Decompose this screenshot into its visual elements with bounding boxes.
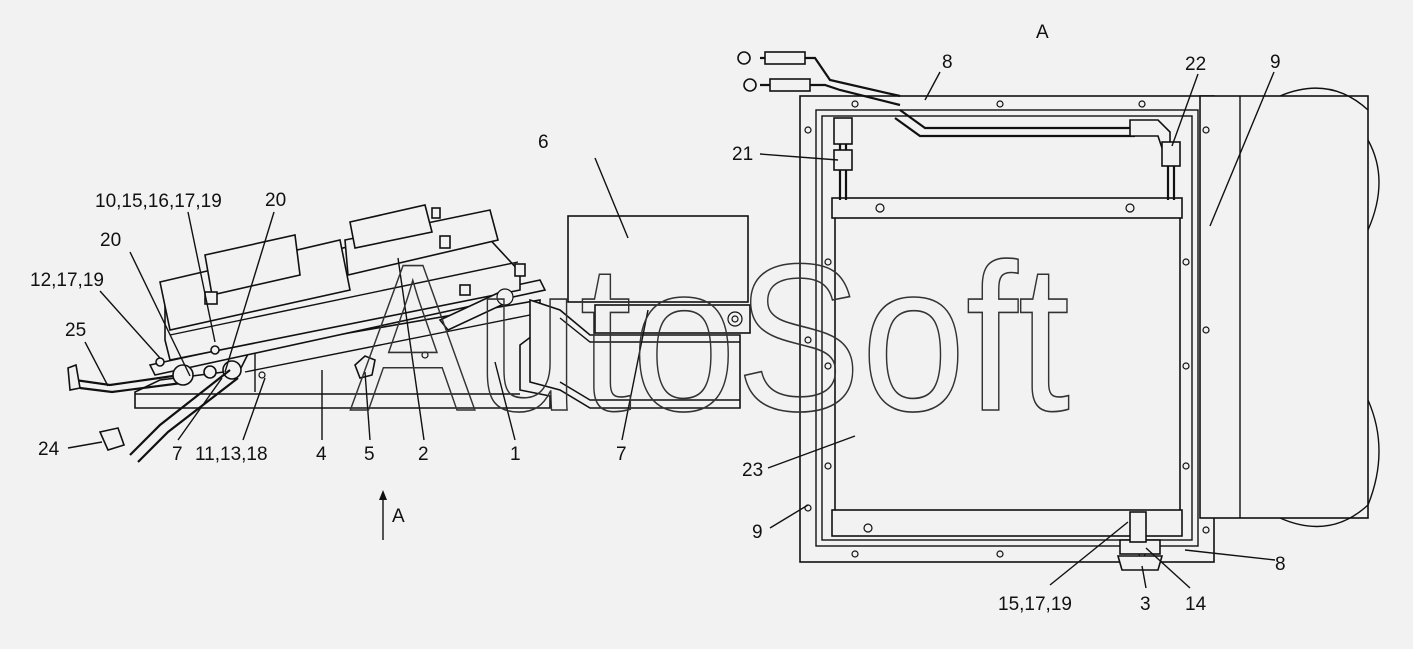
bracket-plate [594,304,751,334]
view-title: A [1036,22,1049,43]
watermark: AutoSoft [350,220,1070,455]
callout-20-upper: 20 [265,190,286,211]
callout-7-right: 7 [616,444,627,465]
top-cover-right [344,209,499,276]
fitting-22 [1161,141,1181,167]
callout-4: 4 [316,444,327,465]
side-housing [1199,95,1369,519]
callout-14: 14 [1185,594,1207,615]
callout-7-left: 7 [172,444,183,465]
view-marker: A [392,506,405,527]
top-rail [831,197,1183,219]
callout-24: 24 [38,439,60,460]
callout-3: 3 [1140,594,1151,615]
callout-1: 1 [510,444,521,465]
callout-labels: A A 6 10,15,16,17,19 20 20 12,17,19 25 2… [30,22,1286,615]
callout-8-top: 8 [942,52,953,73]
callout-11-13-18: 11,13,18 [195,444,268,465]
view-a [737,51,1380,571]
callout-20-lower: 20 [100,230,121,251]
box-part-6 [567,215,749,303]
callout-9-right: 9 [1270,52,1281,73]
callout-2: 2 [418,444,429,465]
bracket-part-5 [354,355,376,379]
channel-part-7 [529,298,741,409]
inner-panel [834,214,1181,536]
callout-21: 21 [732,144,753,165]
callout-22: 22 [1185,54,1206,75]
callout-23: 23 [742,460,763,481]
callout-15-17-19: 15,17,19 [998,594,1072,615]
callout-6: 6 [538,132,549,153]
callout-8-bottom: 8 [1275,554,1286,575]
clip-left [204,291,218,305]
leader-lines [67,71,1276,589]
pipe-upper [74,373,181,387]
callout-25: 25 [65,320,86,341]
callout-10-15-16-17-19: 10,15,16,17,19 [95,191,222,212]
callout-9-left: 9 [752,522,763,543]
top-box-right [349,204,433,249]
callout-12-17-19: 12,17,19 [30,270,104,291]
bottom-rail [831,509,1183,537]
callout-5: 5 [364,444,375,465]
pipe-lower [129,369,231,456]
hose-end-24 [98,427,126,451]
